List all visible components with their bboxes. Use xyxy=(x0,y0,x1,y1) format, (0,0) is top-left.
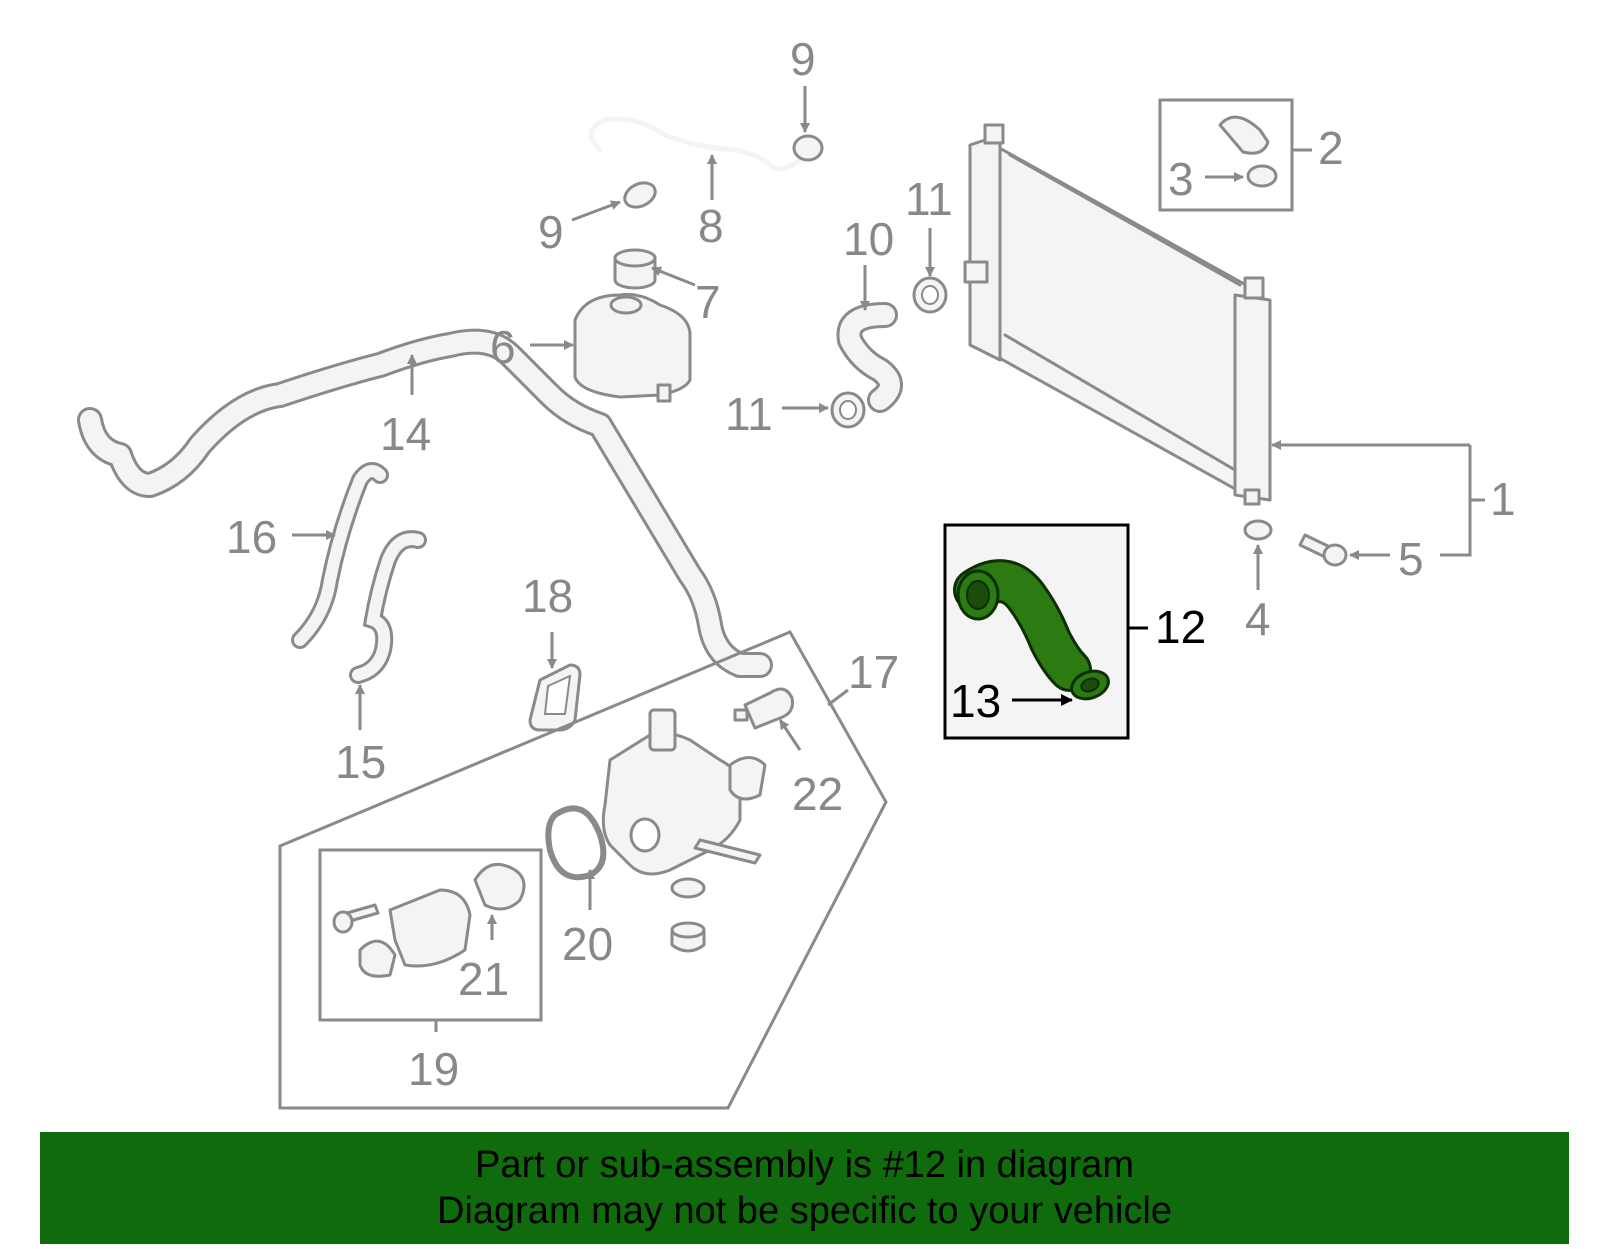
clamp-11-bottom xyxy=(782,391,866,429)
subassembly-19-box xyxy=(318,848,543,1032)
info-banner: Part or sub-assembly is #12 in diagram D… xyxy=(40,1132,1569,1244)
cap-7 xyxy=(613,248,696,290)
clamp-9-left xyxy=(571,181,657,222)
hose-10 xyxy=(836,265,903,413)
gasket-18 xyxy=(528,632,582,732)
hose-15 xyxy=(349,530,427,730)
hose-8 xyxy=(588,116,803,200)
callout-6: 6 xyxy=(490,321,516,373)
callout-3: 3 xyxy=(1168,153,1194,205)
bolt-5 xyxy=(1298,533,1390,567)
callout-11-bottom: 11 xyxy=(725,388,773,440)
callout-9-top: 9 xyxy=(790,33,816,85)
grommet-4 xyxy=(1243,519,1273,590)
thermostat-housing xyxy=(601,708,767,876)
hose-16 xyxy=(291,462,389,649)
oring-20 xyxy=(545,805,607,910)
callout-1-leader xyxy=(1271,440,1485,557)
callout-17: 17 xyxy=(848,646,899,698)
clamp-11-top xyxy=(912,228,948,314)
callout-14: 14 xyxy=(380,408,431,460)
reservoir-6 xyxy=(530,293,692,403)
assembly-17-outline xyxy=(278,630,888,1110)
callout-13: 13 xyxy=(950,675,1001,727)
callout-9-left: 9 xyxy=(538,206,564,258)
callout-4: 4 xyxy=(1245,593,1271,645)
callout-21: 21 xyxy=(458,953,509,1005)
callout-18: 18 xyxy=(522,570,573,622)
banner-line-1: Part or sub-assembly is #12 in diagram xyxy=(475,1144,1134,1186)
sensor-22 xyxy=(733,687,802,751)
callout-10: 10 xyxy=(843,213,894,265)
callout-22: 22 xyxy=(792,768,843,820)
callout-8: 8 xyxy=(698,200,724,252)
radiator xyxy=(963,123,1272,506)
callout-7: 7 xyxy=(695,276,721,328)
callout-2: 2 xyxy=(1318,122,1344,174)
hose-12-highlighted xyxy=(953,559,1092,692)
callout-15: 15 xyxy=(335,736,386,788)
callout-16: 16 xyxy=(226,511,277,563)
callout-19: 19 xyxy=(408,1043,459,1095)
bracket-box xyxy=(1158,98,1312,212)
hose-14 xyxy=(77,328,773,678)
banner-line-2: Diagram may not be specific to your vehi… xyxy=(437,1190,1172,1232)
callout-1: 1 xyxy=(1490,473,1516,525)
callout-11-top: 11 xyxy=(905,173,953,225)
callout-5: 5 xyxy=(1398,533,1424,585)
callout-20: 20 xyxy=(562,918,613,970)
plug-and-washer xyxy=(670,877,706,953)
clamp-13-highlighted xyxy=(1012,669,1110,706)
callout-12: 12 xyxy=(1155,601,1206,653)
clamp-9-top xyxy=(792,86,824,162)
